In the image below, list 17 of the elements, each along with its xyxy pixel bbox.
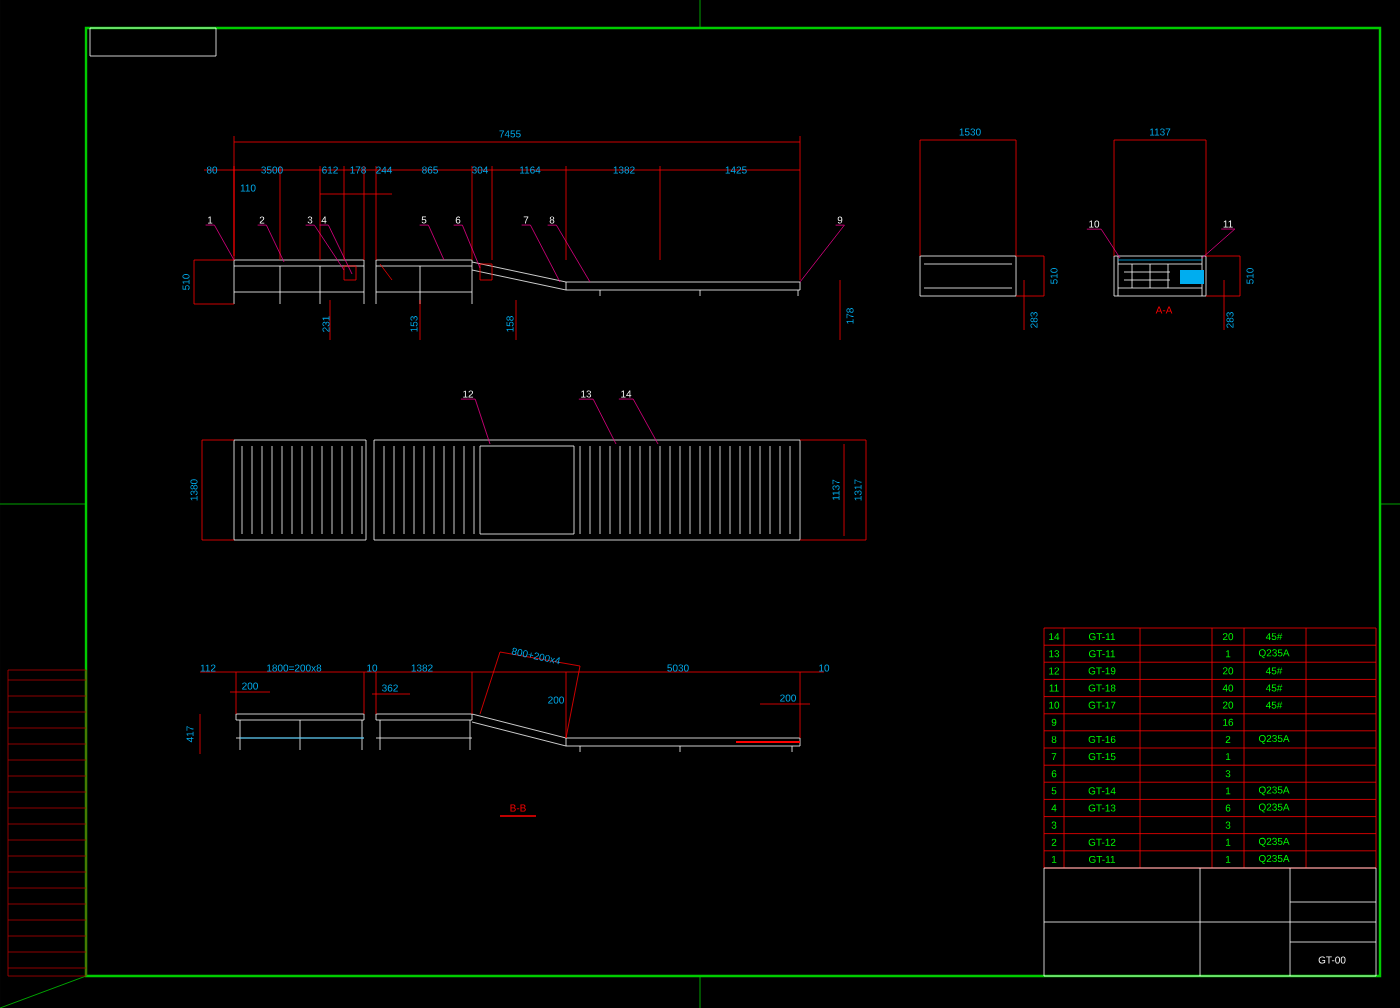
leader-line — [521, 224, 561, 283]
leader-line — [453, 224, 481, 269]
leader-line — [460, 398, 491, 445]
end-view-drawing — [1113, 255, 1207, 297]
leader-line — [257, 224, 285, 263]
leader-line — [419, 224, 445, 261]
leader-line — [305, 224, 345, 271]
conveyor-elevation-drawing — [233, 259, 801, 305]
leader-line — [205, 224, 235, 261]
leader-line — [1201, 228, 1236, 259]
leader-line — [319, 224, 353, 275]
leader-line — [799, 224, 845, 283]
leader-line — [547, 224, 591, 283]
leader-line — [578, 398, 617, 445]
conveyor-plan-drawing — [233, 439, 801, 541]
leader-line — [1086, 228, 1121, 259]
leader-line — [618, 398, 659, 445]
